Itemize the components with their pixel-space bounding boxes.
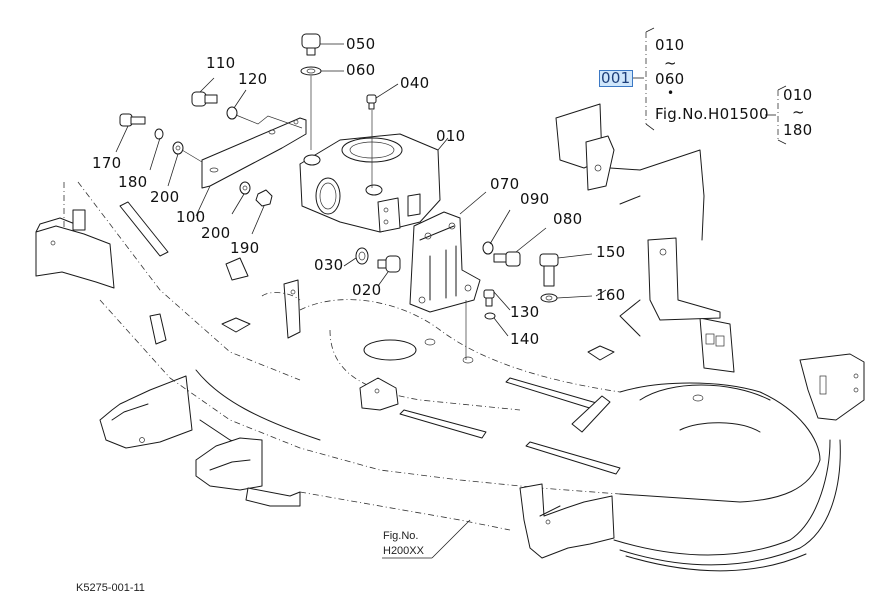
sub-figure-link[interactable]: Fig.No.H01500	[655, 105, 769, 123]
part-label-050[interactable]: 050	[346, 35, 376, 53]
part-label-040[interactable]: 040	[400, 74, 430, 92]
part-label-020[interactable]: 020	[352, 281, 382, 299]
part-label-060[interactable]: 060	[346, 61, 376, 79]
sub-range-end: 180	[783, 121, 813, 139]
part-label-150[interactable]: 150	[596, 243, 626, 261]
fasteners	[119, 33, 559, 360]
part-label-200-upper[interactable]: 200	[150, 188, 180, 206]
part-label-010[interactable]: 010	[436, 127, 466, 145]
gearbox-bracket	[409, 211, 481, 313]
stay-plate	[201, 117, 307, 189]
sub-range-tilde: ~	[792, 103, 805, 121]
ref-figure-line1[interactable]: Fig.No.	[383, 530, 419, 542]
mower-deck-frame	[35, 181, 865, 572]
part-label-140[interactable]: 140	[510, 330, 540, 348]
part-label-090[interactable]: 090	[520, 190, 550, 208]
part-label-170[interactable]: 170	[92, 154, 122, 172]
part-label-080[interactable]: 080	[553, 210, 583, 228]
range-start: 010	[655, 36, 685, 54]
part-label-120[interactable]: 120	[238, 70, 268, 88]
part-label-070[interactable]: 070	[490, 175, 520, 193]
range-tilde: ~	[664, 54, 677, 72]
part-label-030[interactable]: 030	[314, 256, 344, 274]
bullet: •	[667, 86, 675, 100]
part-label-180[interactable]: 180	[118, 173, 148, 191]
assembly-key-brackets	[631, 27, 787, 145]
sub-range-start: 010	[783, 86, 813, 104]
gearbox-housing	[299, 133, 441, 233]
assembly-ref-001-selected[interactable]: 001	[599, 69, 633, 87]
range-end: 060	[655, 70, 685, 88]
leader-lines	[115, 43, 607, 559]
drawing-id: K5275-001-11	[76, 582, 145, 594]
part-label-130[interactable]: 130	[510, 303, 540, 321]
part-label-110[interactable]: 110	[206, 54, 236, 72]
part-label-200-lower[interactable]: 200	[201, 224, 231, 242]
part-label-160[interactable]: 160	[596, 286, 626, 304]
rear-mount-plate	[555, 103, 721, 337]
ref-figure-line2[interactable]: H200XX	[383, 545, 424, 557]
part-label-190[interactable]: 190	[230, 239, 260, 257]
part-label-100[interactable]: 100	[176, 208, 206, 226]
